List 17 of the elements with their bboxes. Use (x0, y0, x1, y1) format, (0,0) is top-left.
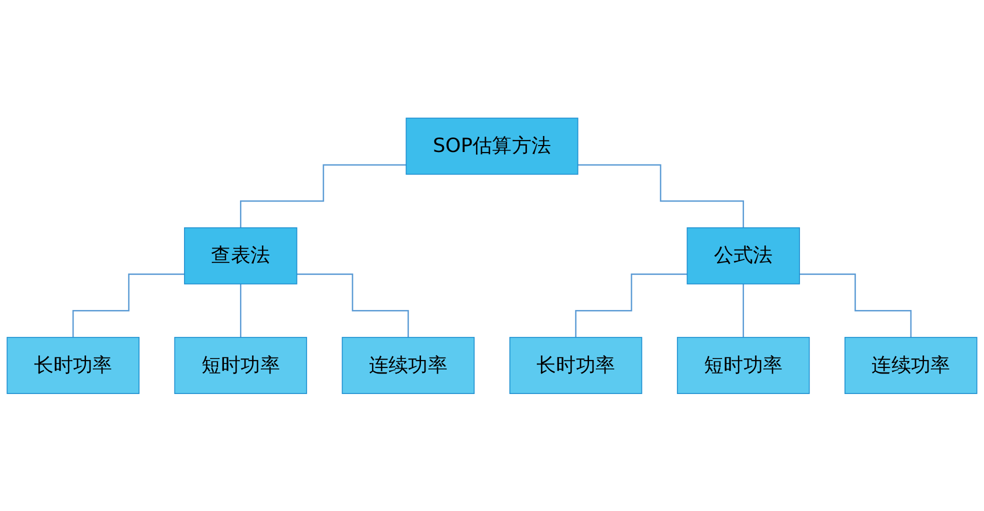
node-box: SOP估算方法 (406, 117, 578, 174)
connector (296, 273, 409, 338)
node-box: 公式法 (686, 226, 800, 284)
node-box: 长时功率 (509, 336, 642, 394)
connector (240, 164, 406, 228)
node-box: 连续功率 (844, 336, 978, 394)
connector (742, 282, 744, 338)
node-box: 短时功率 (174, 336, 308, 394)
connector (575, 273, 688, 338)
node-box: 短时功率 (676, 336, 810, 394)
connector (72, 273, 184, 338)
node-box: 查表法 (184, 226, 298, 284)
node-box: 连续功率 (342, 336, 475, 394)
connector (240, 282, 242, 338)
connector (578, 164, 744, 228)
node-box: 长时功率 (6, 336, 140, 394)
connector (800, 273, 912, 338)
